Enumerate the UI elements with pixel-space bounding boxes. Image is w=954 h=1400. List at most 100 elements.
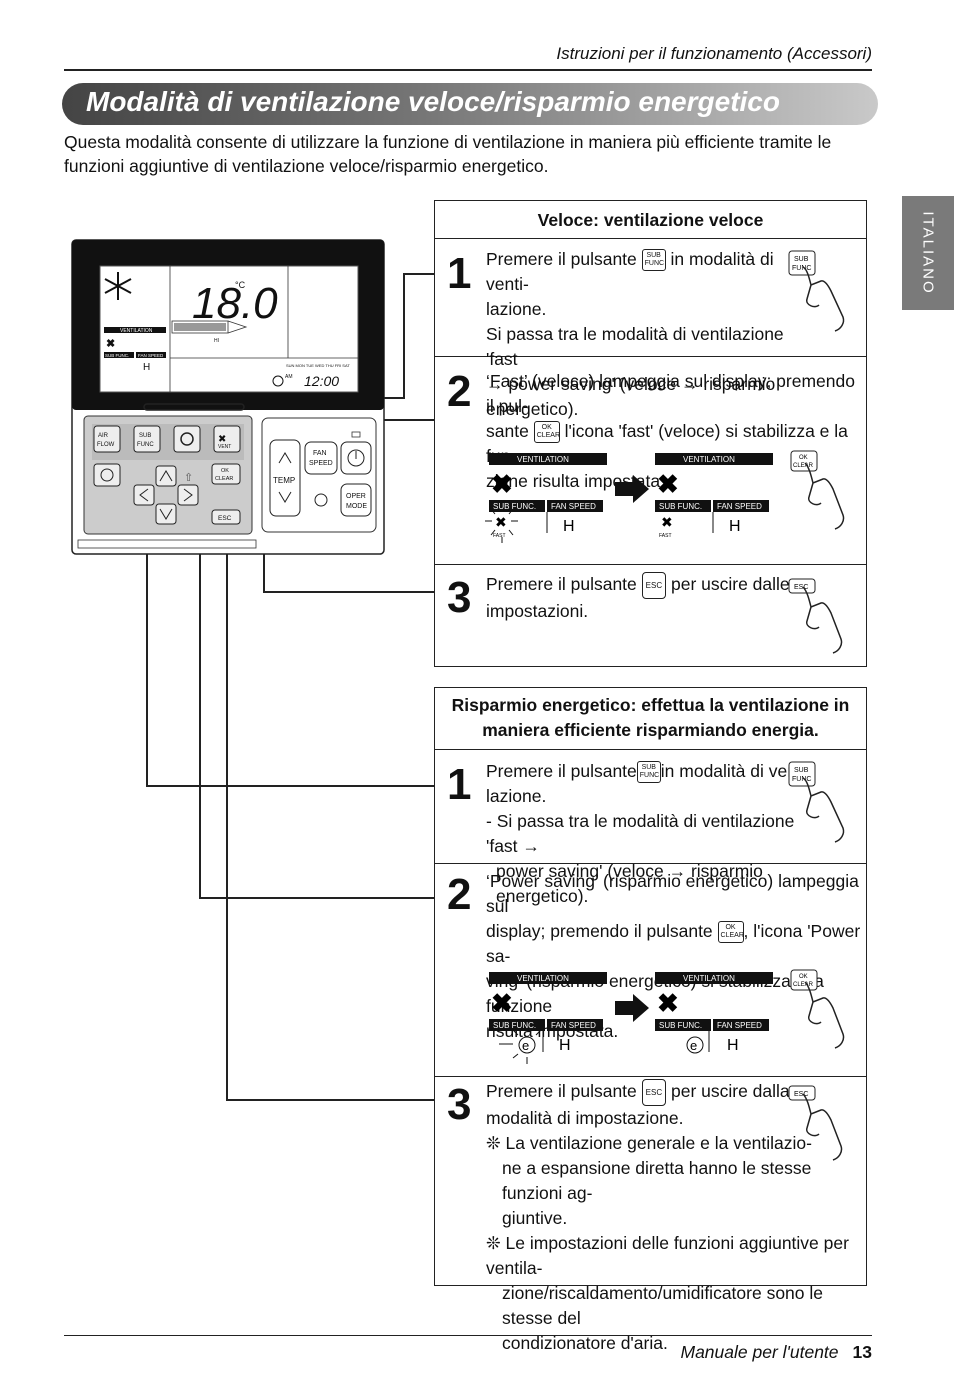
svg-text:⇧: ⇧ [184,472,193,484]
lcd-ventilation-label: VENTILATION [120,328,153,334]
timer-button [93,463,121,487]
gear-icon [180,432,194,446]
svg-text:SUB FUNC.: SUB FUNC. [493,1021,536,1030]
fast-display-sequence: VENTILATION ✖ SUB FUNC. FAN SPEED H ✖ FA… [485,450,845,543]
panel-fast: Veloce: ventilazione veloce 1 Premere il… [434,200,867,667]
ok-clear-key-icon: OK CLEAR [717,921,744,944]
ok-clear-key-icon: OK CLEAR [533,421,560,444]
svg-text:CLEAR: CLEAR [793,463,814,469]
sub-func-button [133,425,161,453]
svg-text:OK: OK [799,455,808,461]
svg-text:✖: ✖ [661,514,673,530]
lcd-fan-bar [171,320,248,334]
panel-save-heading: Risparmio energetico: effettua la ventil… [451,695,850,740]
clock-icon [272,375,284,387]
step-number: 3 [447,1080,472,1129]
page-title: Modalità di ventilazione veloce/risparmi… [86,86,780,117]
sub-func-key-icon: SUB FUNC [636,761,661,784]
svg-text:VENTILATION: VENTILATION [683,974,735,983]
svg-text:H: H [727,1037,739,1054]
svg-text:FAST: FAST [659,533,672,539]
step-text: Premere il pulsante ESC per uscire dalle… [486,572,816,624]
svg-text:ESC: ESC [794,584,808,591]
svg-text:H: H [563,518,575,535]
lcd-temperature: 18.0 [192,279,278,328]
svg-text:✖: ✖ [218,434,226,445]
svg-text:FAN SPEED: FAN SPEED [717,1021,762,1030]
svg-text:✖: ✖ [491,988,513,1018]
svg-text:CLEAR: CLEAR [793,982,814,988]
snowflake-icon [104,272,132,300]
header-rule [64,69,872,71]
svg-text:SUB FUNC.: SUB FUNC. [659,502,702,511]
svg-text:TEMP: TEMP [273,476,295,485]
step-text: ‘Fast’ (veloce) lampeggia sul display; p… [486,371,855,491]
svg-text:SUB FUNC.: SUB FUNC. [493,502,536,511]
page-number: 13 [852,1342,872,1362]
lcd-clock: 12:00 [304,373,339,389]
svg-text:FUNC: FUNC [792,776,811,783]
arrow-right-icon [615,994,649,1022]
step-number: 2 [447,870,472,919]
svg-text:VENTILATION: VENTILATION [517,455,569,464]
esc-key-icon: ESC [641,572,667,599]
ok-clear-button [211,463,241,485]
lcd-after: VENTILATION ✖ SUB FUNC. FAN SPEED H e [655,972,773,1054]
vent-button [213,425,241,453]
svg-text:e: e [690,1038,697,1053]
esc-button [211,509,241,525]
svg-text:✖: ✖ [491,469,513,499]
svg-text:✖: ✖ [495,514,507,530]
svg-text:SUB: SUB [794,256,809,263]
svg-text:SUB: SUB [139,433,151,439]
step-number: 1 [447,760,472,809]
svg-text:FAN SPEED: FAN SPEED [551,1021,596,1030]
lcd-sub-func-label: SUB FUNC. [105,353,129,358]
svg-text:CLEAR: CLEAR [215,476,233,482]
svg-text:H: H [729,518,741,535]
hand-press-icon: ESC [788,1085,843,1161]
settings-button [173,425,201,453]
fan-speed-button [304,441,338,475]
svg-text:✖: ✖ [106,338,115,350]
step-number: 2 [447,367,472,416]
right-button [177,484,199,506]
svg-text:AM: AM [285,374,293,380]
lcd-before: VENTILATION ✖ SUB FUNC. FAN SPEED H ✖ FA… [485,453,607,543]
svg-text:SPEED: SPEED [309,460,333,467]
up-button [155,465,177,487]
svg-text:SUB FUNC.: SUB FUNC. [659,1021,702,1030]
svg-text:ESC: ESC [794,1091,808,1098]
svg-text:VENTILATION: VENTILATION [683,455,735,464]
panel-energy-saving: Risparmio energetico: effettua la ventil… [434,687,867,1353]
svg-text:FAN SPEED: FAN SPEED [717,502,762,511]
svg-text:ESC: ESC [218,515,232,522]
lcd-fan-speed-label: FAN SPEED [138,353,164,358]
svg-text:OPER: OPER [346,493,366,500]
svg-text:AIR: AIR [98,433,109,439]
step-number: 1 [447,249,472,298]
running-header: Istruzioni per il funzionamento (Accesso… [556,44,872,63]
svg-text:FAST: FAST [493,533,506,539]
sub-func-key-icon: SUB FUNC [641,249,666,272]
connector-save-1 [146,450,434,787]
svg-text:FUNC: FUNC [792,265,811,272]
svg-text:MODE: MODE [346,503,367,510]
lcd-days: SUN MON TUE WED THU FRI SAT [286,363,350,368]
svg-text:OK: OK [799,974,808,980]
svg-text:e: e [522,1038,529,1053]
svg-text:VENT: VENT [218,444,231,450]
svg-text:✖: ✖ [657,988,679,1018]
connector-save-3 [226,525,434,1101]
panel-fast-heading: Veloce: ventilazione veloce [537,210,764,230]
lcd-unit: °C [235,280,246,290]
svg-text:VENTILATION: VENTILATION [517,974,569,983]
step-text: Premere il pulsante SUB FUNC in modalità… [486,249,784,419]
save-display-sequence: VENTILATION ✖ SUB FUNC. FAN SPEED H e VE… [489,969,845,1064]
esc-key-icon: ESC [641,1079,667,1106]
down-button [155,503,177,525]
air-flow-button [93,425,121,453]
